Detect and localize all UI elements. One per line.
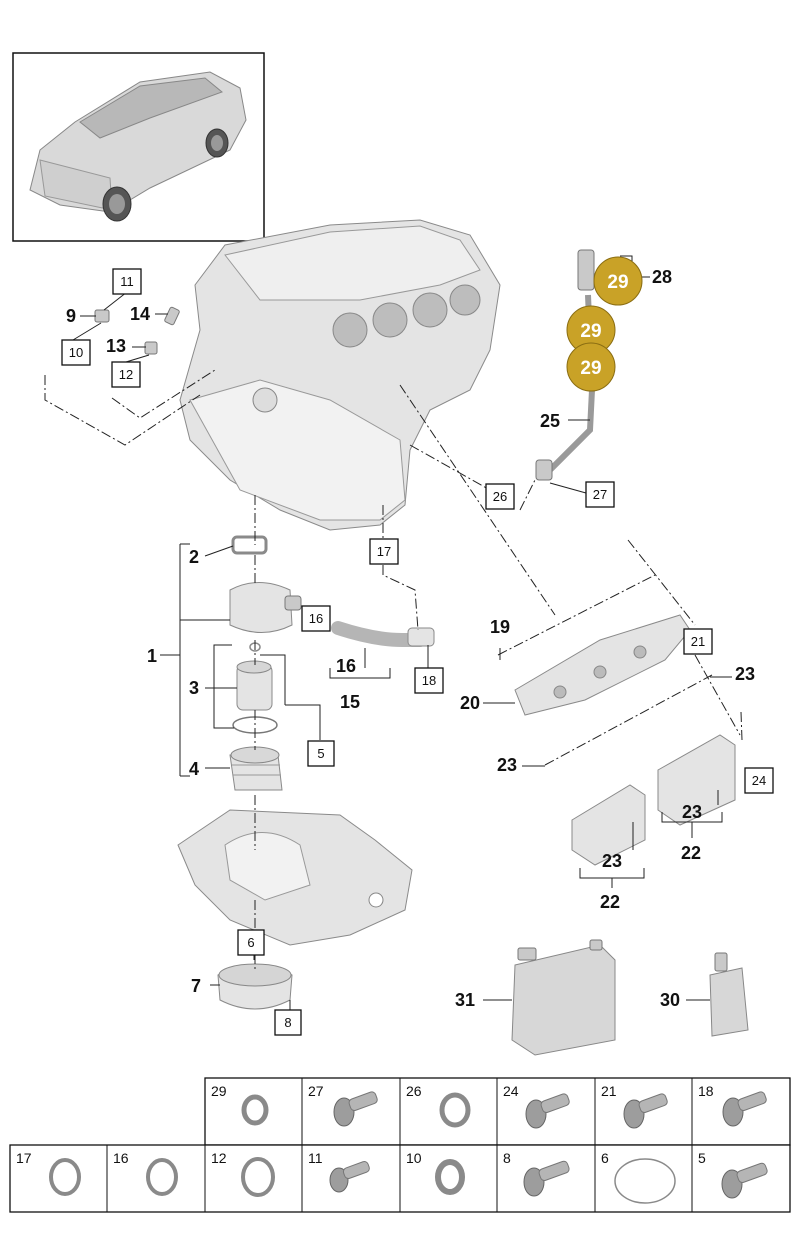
svg-text:18: 18	[422, 673, 436, 688]
svg-text:26: 26	[493, 489, 507, 504]
engine-block	[179, 219, 501, 531]
callout-7: 7	[191, 976, 201, 996]
boxed-21: 21	[683, 628, 713, 655]
callout-23a: 23	[735, 664, 755, 684]
svg-text:17: 17	[377, 544, 391, 559]
table-cell-label: 8	[503, 1150, 511, 1166]
badge-29-a: 29	[593, 256, 643, 306]
boxed-18: 18	[414, 667, 444, 694]
table-cell-label: 12	[211, 1150, 227, 1166]
assembly-lines	[44, 369, 743, 970]
table-cell-label: 24	[503, 1083, 519, 1099]
o-ring-icon	[614, 1158, 676, 1204]
svg-text:21: 21	[691, 634, 705, 649]
svg-text:11: 11	[120, 274, 134, 289]
bolt-icon	[333, 1091, 378, 1127]
boxed-16: 16	[301, 605, 331, 632]
table-cell-label: 5	[698, 1150, 706, 1166]
boxed-8: 8	[274, 1009, 302, 1036]
leader-lines	[72, 255, 732, 1010]
table-cell-label: 26	[406, 1083, 422, 1099]
oil-canister-large	[511, 939, 616, 1056]
bolt-icon	[722, 1091, 767, 1127]
callout-3: 3	[189, 678, 199, 698]
seal-ring-icon	[146, 1158, 178, 1196]
svg-text:12: 12	[119, 367, 133, 382]
callout-4: 4	[189, 759, 199, 779]
callout-15: 15	[340, 692, 360, 712]
callout-16: 16	[336, 656, 356, 676]
bolt-icon	[523, 1160, 570, 1197]
table-cell-label: 21	[601, 1083, 617, 1099]
svg-text:27: 27	[593, 487, 607, 502]
table-cell-label: 11	[308, 1150, 323, 1166]
table-cell-label: 18	[698, 1083, 714, 1099]
callout-31: 31	[455, 990, 475, 1010]
boxed-10: 10	[61, 339, 91, 366]
svg-text:6: 6	[247, 935, 254, 950]
callout-14: 14	[130, 304, 150, 324]
badge-29-b: 29	[566, 305, 616, 355]
svg-text:10: 10	[69, 345, 83, 360]
oil-filter-assembly	[229, 535, 302, 791]
bolt-icon	[721, 1162, 768, 1199]
seal-ring-icon	[241, 1094, 269, 1126]
valve-cover-part	[514, 614, 691, 716]
oil-pipe	[331, 621, 435, 647]
bolt-icon	[525, 1093, 570, 1129]
boxed-17: 17	[369, 538, 399, 565]
boxed-5: 5	[307, 740, 335, 767]
seal-ring-icon	[241, 1157, 275, 1197]
table-cell-label: 27	[308, 1083, 324, 1099]
bolt-icon	[623, 1093, 668, 1129]
svg-text:29: 29	[607, 272, 628, 293]
svg-text:5: 5	[317, 746, 324, 761]
boxed-12: 12	[111, 361, 141, 388]
callout-20: 20	[460, 693, 480, 713]
seal-ring-icon	[439, 1092, 471, 1128]
callout-23d: 23	[682, 802, 702, 822]
boxed-6: 6	[237, 929, 265, 956]
callout-13: 13	[106, 336, 126, 356]
seal-ring-icon	[435, 1159, 465, 1195]
fastener-table: 29 27 26 24 21 18 17 16 12 11 10 8 6 5	[9, 1077, 791, 1213]
vehicle-thumbnail	[12, 52, 265, 242]
callout-28: 28	[652, 267, 672, 287]
callout-19: 19	[490, 617, 510, 637]
svg-text:29: 29	[580, 358, 601, 379]
sensor-parts	[94, 306, 180, 355]
boxed-callouts: 5 6 8 10 11 12 16 17 18 21 24 26 27	[61, 268, 774, 1036]
cover-parts	[571, 734, 736, 866]
boxed-24: 24	[744, 767, 774, 794]
svg-text:24: 24	[752, 773, 766, 788]
table-cell-label: 6	[601, 1150, 609, 1166]
callout-23b: 23	[497, 755, 517, 775]
table-cell-label: 29	[211, 1083, 227, 1099]
callout-9: 9	[66, 306, 76, 326]
boxed-27: 27	[585, 481, 615, 508]
callout-30: 30	[660, 990, 680, 1010]
callout-numbers: 1 2 3 4 7 9 13 14 15 16 19 20 22 22 23 2…	[66, 267, 755, 1010]
svg-text:29: 29	[580, 321, 601, 342]
oil-bottle-small	[709, 952, 749, 1037]
svg-text:8: 8	[284, 1015, 291, 1030]
callout-23c: 23	[602, 851, 622, 871]
baffle-plate	[177, 809, 413, 946]
badge-29-c: 29	[566, 342, 616, 392]
boxed-11: 11	[112, 268, 142, 295]
bolt-icon	[329, 1161, 370, 1193]
boxed-26: 26	[485, 483, 515, 510]
callout-22b: 22	[681, 843, 701, 863]
callout-1: 1	[147, 646, 157, 666]
table-cell-label: 16	[113, 1150, 129, 1166]
svg-text:16: 16	[309, 611, 323, 626]
table-cell-label: 10	[406, 1150, 422, 1166]
callout-2: 2	[189, 547, 199, 567]
strainer-cap	[217, 963, 293, 1010]
seal-ring-icon	[49, 1158, 81, 1196]
callout-25: 25	[540, 411, 560, 431]
callout-22a: 22	[600, 892, 620, 912]
table-cell-label: 17	[16, 1150, 32, 1166]
